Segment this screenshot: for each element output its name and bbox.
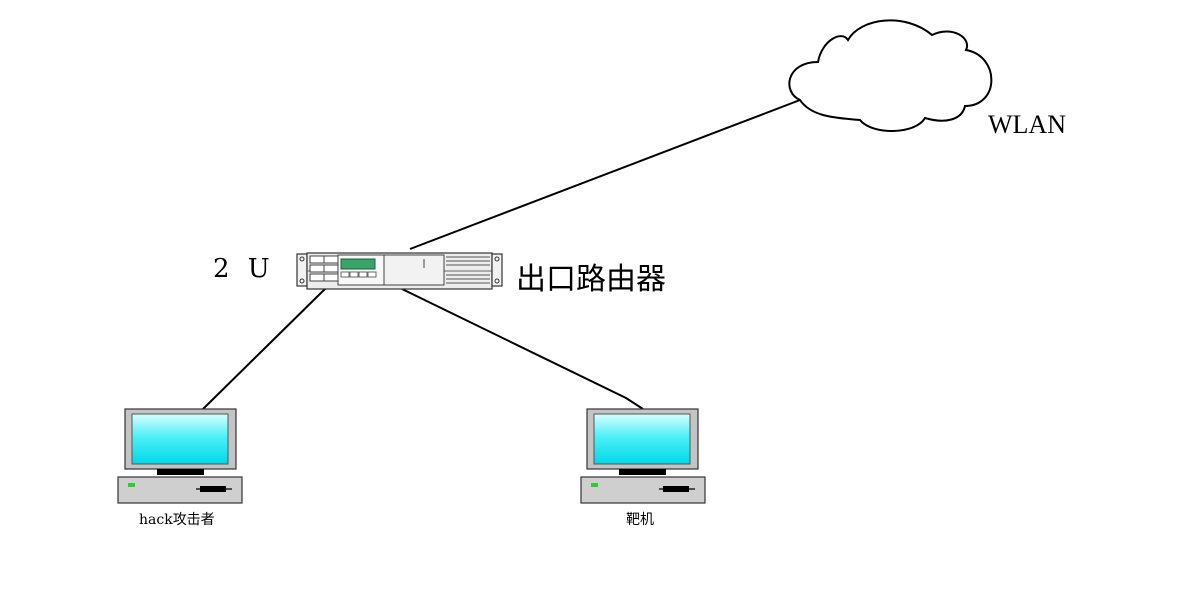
link-router-target bbox=[401, 288, 644, 410]
router-rack-size-label: 2 U bbox=[213, 254, 270, 284]
connection-lines bbox=[202, 99, 801, 410]
link-router-wlan bbox=[409, 99, 801, 250]
router-label: 出口路由器 bbox=[516, 262, 666, 297]
target-label: 靶机 bbox=[626, 512, 654, 528]
attacker-computer-icon bbox=[117, 408, 243, 504]
target-computer-icon bbox=[580, 408, 706, 504]
rack-router-icon bbox=[296, 252, 503, 290]
link-router-attacker bbox=[202, 286, 328, 410]
wlan-label: WLAN bbox=[988, 110, 1066, 139]
attacker-label: hack攻击者 bbox=[139, 512, 215, 528]
cloud-icon bbox=[788, 19, 993, 132]
